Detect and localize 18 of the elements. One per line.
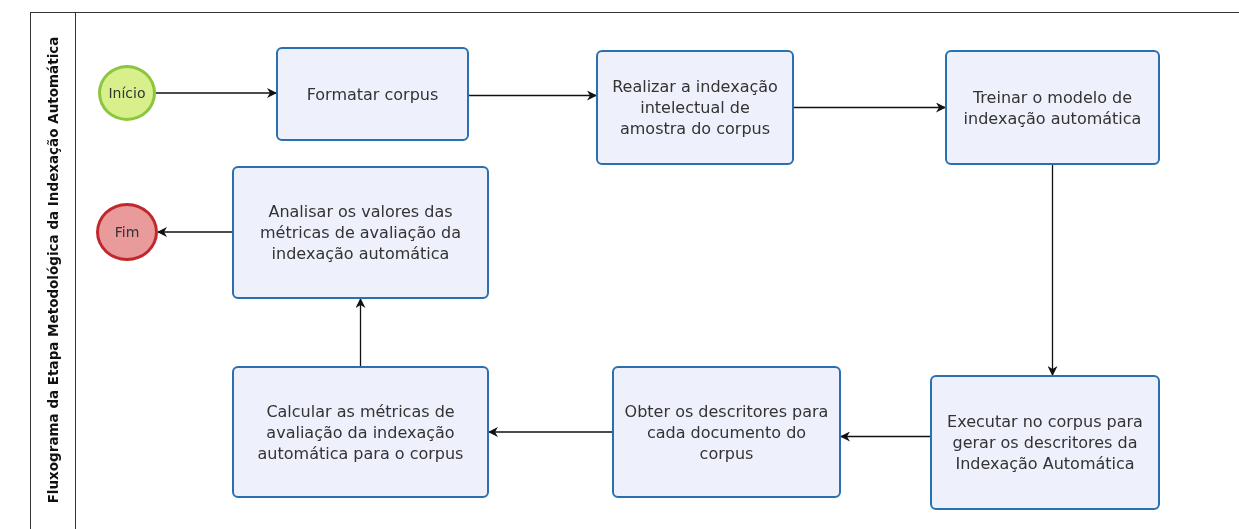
process-box: Analisar os valores das métricas de avaliação da indexação automática xyxy=(232,166,489,299)
arrow xyxy=(840,431,931,442)
process-box: Treinar o modelo de indexação automática xyxy=(945,50,1160,165)
process-box: Obter os descritores para cada documento do corpus xyxy=(612,366,841,498)
start-event-circle: Início xyxy=(98,65,156,121)
arrow xyxy=(1047,164,1058,376)
arrow xyxy=(157,227,233,237)
process-box: Executar no corpus para gerar os descritores da Indexação Automática xyxy=(930,375,1160,510)
arrow xyxy=(155,88,277,98)
diagram-title: Fluxograma da Etapa Metodológica da Indexação Automática xyxy=(45,36,61,504)
process-box: Formatar corpus xyxy=(276,47,469,141)
arrow xyxy=(793,102,946,113)
arrow xyxy=(488,427,613,437)
arrow xyxy=(468,90,597,101)
end-event-circle: Fim xyxy=(96,203,158,261)
process-box: Realizar a indexação intelectual de amostra do corpus xyxy=(596,50,794,165)
process-box: Calcular as métricas de avaliação da indexação automática para o corpus xyxy=(232,366,489,498)
arrow xyxy=(355,298,366,367)
